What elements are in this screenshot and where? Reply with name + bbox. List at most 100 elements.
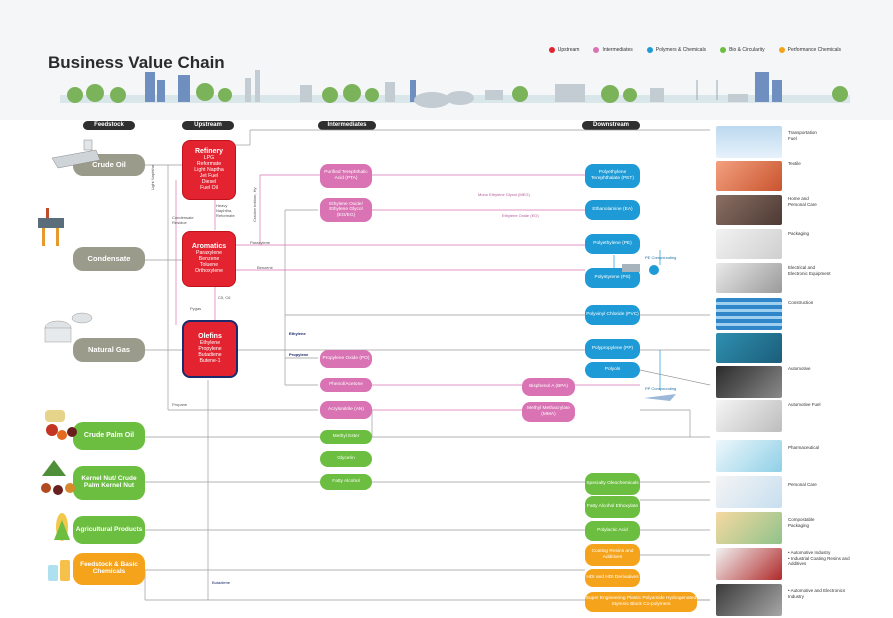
olefins-item: Butadiene — [198, 352, 222, 359]
legend-item-intermediates: Intermediates — [593, 47, 633, 53]
flow-label-propane: Propane — [172, 402, 188, 407]
column-intermediates: Intermediates — [318, 121, 376, 130]
olefins-item: Ethylene — [199, 340, 221, 347]
product-image-compostable-packaging — [716, 512, 782, 544]
intermediate-po: Propylene Oxide (PO) — [320, 350, 372, 368]
product-label: Pharmaceutical — [788, 445, 820, 450]
product-label: Transportation Fuel — [788, 130, 817, 141]
airplane-icon — [644, 394, 676, 401]
product-image-automotive — [716, 366, 782, 398]
olefins-item: Butene-1 — [199, 357, 221, 364]
feedstock-natural-gas: Natural Gas — [73, 338, 145, 362]
product-label: Construction — [788, 300, 814, 305]
downstream-hdi: HDI and HDI Derivatives — [585, 569, 640, 587]
feedstock-basic-chemicals: Feedstock & Basic Chemicals — [73, 553, 145, 585]
legend-item-upstream: Upstream — [548, 47, 579, 53]
downstream-polyols: Polyols — [585, 362, 640, 378]
flow-label-butadiene: Butadiene — [212, 580, 231, 585]
intermediate-phenol-acetone: Phenol/Acetone — [320, 378, 372, 392]
product-image-electrical — [716, 263, 782, 293]
product-label: • Automotive and Electronics Industry — [788, 588, 846, 599]
flow-label-ethylene: Ethylene — [289, 331, 306, 336]
feedstock-condensate: Condensate — [73, 247, 145, 271]
product-image-construction — [716, 298, 782, 330]
legend-item-bio: Bio & Circularity — [720, 47, 765, 53]
refinery-item: Jet Fuel — [199, 173, 219, 180]
column-downstream: Downstream — [582, 121, 640, 130]
aromatics-item: Benzene — [198, 256, 220, 263]
product-label: Electrical and Electronic Equipment — [788, 265, 831, 276]
feedstock-crude-palm-oil: Crude Palm Oil — [73, 422, 145, 450]
product-label: Packaging — [788, 231, 810, 236]
legend-item-polymers: Polymers & Chemicals — [646, 47, 706, 53]
intermediate-fatty-alcohol: Fatty Alcohol — [320, 474, 372, 490]
downstream-specialty-oleochemicals: Specialty Oleochemicals — [585, 473, 640, 495]
column-feedstock: Feedstock — [83, 121, 135, 130]
legend-item-performance: Performance Chemicals — [778, 47, 841, 53]
olefins-title: Olefins — [198, 333, 222, 341]
olefins-item: Propylene — [198, 346, 222, 353]
skyline-banner — [0, 0, 893, 120]
flow-label-eo: Ethylene Oxide (EO) — [502, 213, 539, 218]
product-image-personal-care — [716, 476, 782, 508]
flow-label-benzene: Benzene — [257, 265, 273, 270]
intermediate-bpa: Bisphenol A (BPA) — [522, 378, 575, 396]
product-image-automotive-fuel — [716, 400, 782, 432]
product-image-textile — [716, 161, 782, 191]
intermediate-methyl-ester: Methyl Ester — [320, 430, 372, 444]
legend: Upstream Intermediates Polymers & Chemic… — [548, 47, 841, 53]
page-title: Business Value Chain — [48, 53, 225, 72]
upstream-olefins: Olefins Ethylene Propylene Butadiene But… — [182, 320, 238, 378]
product-image-home-care — [716, 195, 782, 225]
downstream-pet: Polyethylene Terephthalate (PET) — [585, 164, 640, 188]
gas-tank-icon — [44, 312, 93, 343]
downstream-super-engineering-plastic: Super Engineering Plastic Polyamide Hydr… — [585, 592, 697, 612]
product-label: Personal Care — [788, 482, 817, 487]
flow-label-c5-c6: C5, C6 — [218, 295, 231, 300]
aromatics-item: Orthoxylene — [195, 267, 223, 274]
tanker-icon — [51, 139, 101, 169]
downstream-polylactic-acid: Polylactic Acid — [585, 521, 640, 541]
column-upstream: Upstream — [182, 121, 234, 130]
machine-icon — [622, 264, 640, 272]
feedstock-agricultural: Agricultural Products — [73, 516, 145, 544]
refinery-item: Diesel — [201, 178, 217, 185]
downstream-ea: Ethanolamine (EA) — [585, 200, 640, 220]
oil-rig-icon — [38, 208, 64, 246]
product-image-transportation — [716, 126, 782, 158]
upstream-refinery: Refinery LPG Reformate Light Naptha Jet … — [182, 140, 236, 200]
refinery-item: Light Naptha — [194, 167, 224, 174]
pellet-bag-icon — [649, 265, 659, 275]
corn-icon — [54, 513, 70, 541]
product-image-cable — [716, 333, 782, 363]
feedstock-kernel-nut: Kernel Nut/ Crude Palm Kernel Nut — [73, 466, 145, 500]
product-image-packaging — [716, 229, 782, 259]
intermediate-an: Acrylonitrile (AN) — [320, 401, 372, 419]
downstream-fatty-alcohol-ethoxylate: Fatty Alcohol Ethoxylate — [585, 496, 640, 518]
palm-fruit-icon — [45, 410, 77, 440]
palm-kernel-icon — [41, 460, 75, 495]
product-label: Compostable Packaging — [788, 517, 815, 528]
flow-label-meg: Mono Ethylene Glycol (MEG) — [478, 192, 530, 197]
refinery-item: Fuel Oil — [200, 184, 218, 191]
flow-label-propylene: Propylene — [289, 352, 309, 357]
aromatics-title: Aromatics — [191, 243, 227, 251]
downstream-coating-resins: Coating Resins and Additives — [585, 544, 640, 566]
downstream-ps: Polystyrene (PS) — [585, 268, 640, 288]
flow-label-pe-compounding: PE Compounding — [645, 255, 677, 260]
intermediate-pta: Purified Terephthalic Acid (PTA) — [320, 164, 372, 188]
refinery-item: Reformate — [196, 161, 222, 168]
refinery-item: LPG — [203, 155, 215, 162]
product-label: Home and Personal Care — [788, 196, 817, 207]
intermediate-mma: Methyl Methacrylate (MMA) — [522, 402, 575, 422]
product-image-pharmaceutical — [716, 440, 782, 472]
aromatics-item: Toluene — [199, 262, 219, 269]
flow-label-pygas: Pygas — [190, 306, 202, 311]
downstream-pvc: Polyvinyl Chloride (PVC) — [585, 305, 640, 325]
product-image-car-interior — [716, 584, 782, 616]
flow-label-paraxylene: Paraxylene — [250, 240, 271, 245]
product-label: Automotive Fuel — [788, 402, 821, 407]
